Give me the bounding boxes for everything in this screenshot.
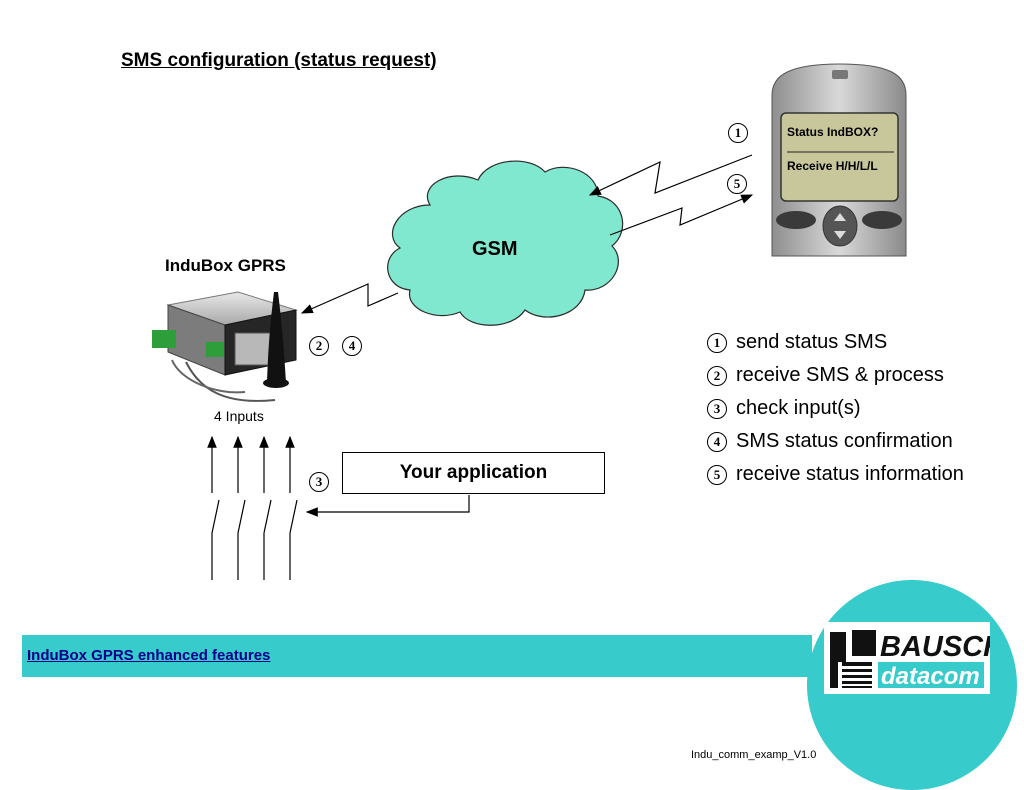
- legend: 1 send status SMS 2 receive SMS & proces…: [707, 326, 964, 491]
- legend-item: 5 receive status information: [707, 458, 964, 491]
- legend-number: 2: [707, 365, 727, 386]
- application-box: Your application: [342, 452, 605, 494]
- legend-number: 4: [707, 431, 727, 452]
- legend-text: receive SMS & process: [736, 364, 944, 386]
- application-label: Your application: [399, 462, 548, 483]
- diagram-canvas: [152, 63, 907, 580]
- legend-number: 1: [707, 332, 727, 353]
- indubox-device-image: [152, 291, 298, 402]
- phone-screen-line-2: Receive H/H/L/L: [787, 159, 878, 173]
- device-label: InduBox GPRS: [165, 256, 286, 275]
- sms-link-cloud-to-device: [300, 283, 399, 314]
- gsm-cloud: [387, 160, 624, 326]
- gsm-label: GSM: [472, 238, 518, 260]
- inputs-label: 4 Inputs: [214, 408, 264, 424]
- legend-item: 4 SMS status confirmation: [707, 425, 964, 458]
- sms-link-phone-to-cloud: [588, 154, 753, 196]
- phone-screen-line-1: Status IndBOX?: [787, 125, 879, 139]
- legend-text: SMS status confirmation: [736, 430, 953, 452]
- legend-item: 1 send status SMS: [707, 326, 964, 359]
- step-marker-1: 1: [728, 123, 748, 143]
- legend-number: 5: [707, 464, 727, 485]
- legend-text: receive status information: [736, 463, 964, 485]
- legend-number: 3: [707, 398, 727, 419]
- company-logo: BAUSCH datacom: [824, 622, 1005, 694]
- footer-features-link[interactable]: InduBox GPRS enhanced features: [27, 647, 271, 664]
- company-logo-graphic: BAUSCH datacom: [830, 630, 1005, 690]
- sms-link-cloud-to-phone: [609, 194, 754, 236]
- legend-text: check input(s): [736, 397, 861, 419]
- step-marker-2: 2: [309, 336, 329, 356]
- step-marker-3: 3: [309, 472, 329, 492]
- legend-text: send status SMS: [736, 331, 888, 353]
- logo-text-bausch: BAUSCH: [880, 631, 990, 663]
- legend-item: 3 check input(s): [707, 392, 964, 425]
- page-title: SMS configuration (status request): [121, 50, 437, 71]
- footer-band: [22, 635, 812, 677]
- version-label: Indu_comm_examp_V1.0: [691, 749, 817, 761]
- input-lines: [207, 435, 298, 580]
- step-marker-5: 5: [727, 174, 747, 194]
- mobile-phone-image: [771, 63, 907, 257]
- logo-text-datacom: datacom: [881, 663, 980, 690]
- application-connector: [305, 495, 470, 517]
- legend-item: 2 receive SMS & process: [707, 359, 964, 392]
- step-marker-4: 4: [342, 336, 362, 356]
